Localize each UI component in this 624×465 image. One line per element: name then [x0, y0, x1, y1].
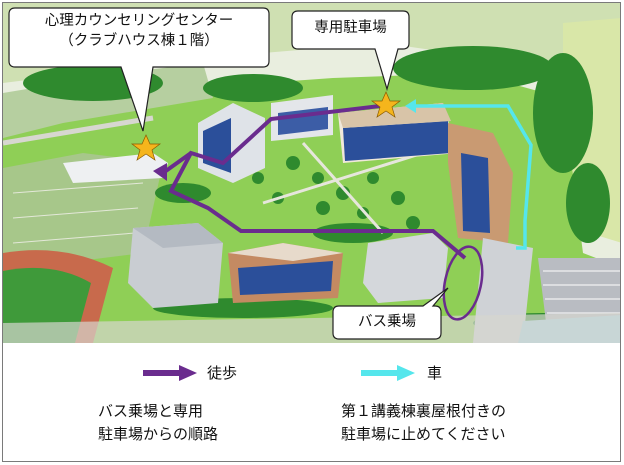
walk-note-line1: バス乗場と専用 — [98, 402, 204, 420]
counseling-center-name: 心理カウンセリングセンター — [44, 13, 234, 29]
sports-field — [3, 153, 163, 273]
parking-callout-text: 専用駐車場 — [314, 20, 387, 36]
car-legend-arrow — [361, 365, 415, 381]
walk-legend-note: バス乗場と専用 駐車場からの順路 — [98, 400, 218, 447]
counseling-center-location: （クラブハウス棟１階） — [59, 32, 219, 49]
car-legend-note: 第１講義棟裏屋根付きの 駐車場に止めてください — [341, 400, 506, 447]
counseling-center-callout — [8, 7, 270, 132]
car-legend-label: 車 — [427, 364, 443, 382]
parking-callout — [291, 10, 410, 92]
walking-route-line — [168, 103, 467, 260]
walk-note-line2: 駐車場からの順路 — [98, 425, 219, 444]
car-route-arrowhead — [405, 99, 416, 113]
car-note-line2: 駐車場に止めてください — [341, 425, 506, 444]
walking-route-arrowhead — [153, 163, 167, 181]
bus-stop-callout — [332, 287, 449, 340]
walk-legend-label: 徒歩 — [207, 364, 238, 382]
car-route-line — [409, 104, 533, 250]
car-note-line1: 第１講義棟裏屋根付きの — [341, 402, 507, 420]
campus-aerial-map — [3, 3, 620, 343]
walk-legend-arrow — [143, 365, 197, 381]
counseling-center-star-marker — [130, 134, 162, 161]
parking-star-marker — [370, 91, 402, 118]
bus-stop-callout-text: バス乗場 — [358, 314, 416, 330]
buildings — [63, 95, 513, 308]
bus-stop-marker — [442, 245, 484, 321]
counseling-center-callout-text: 心理カウンセリングセンター （クラブハウス棟１階） — [13, 12, 265, 51]
